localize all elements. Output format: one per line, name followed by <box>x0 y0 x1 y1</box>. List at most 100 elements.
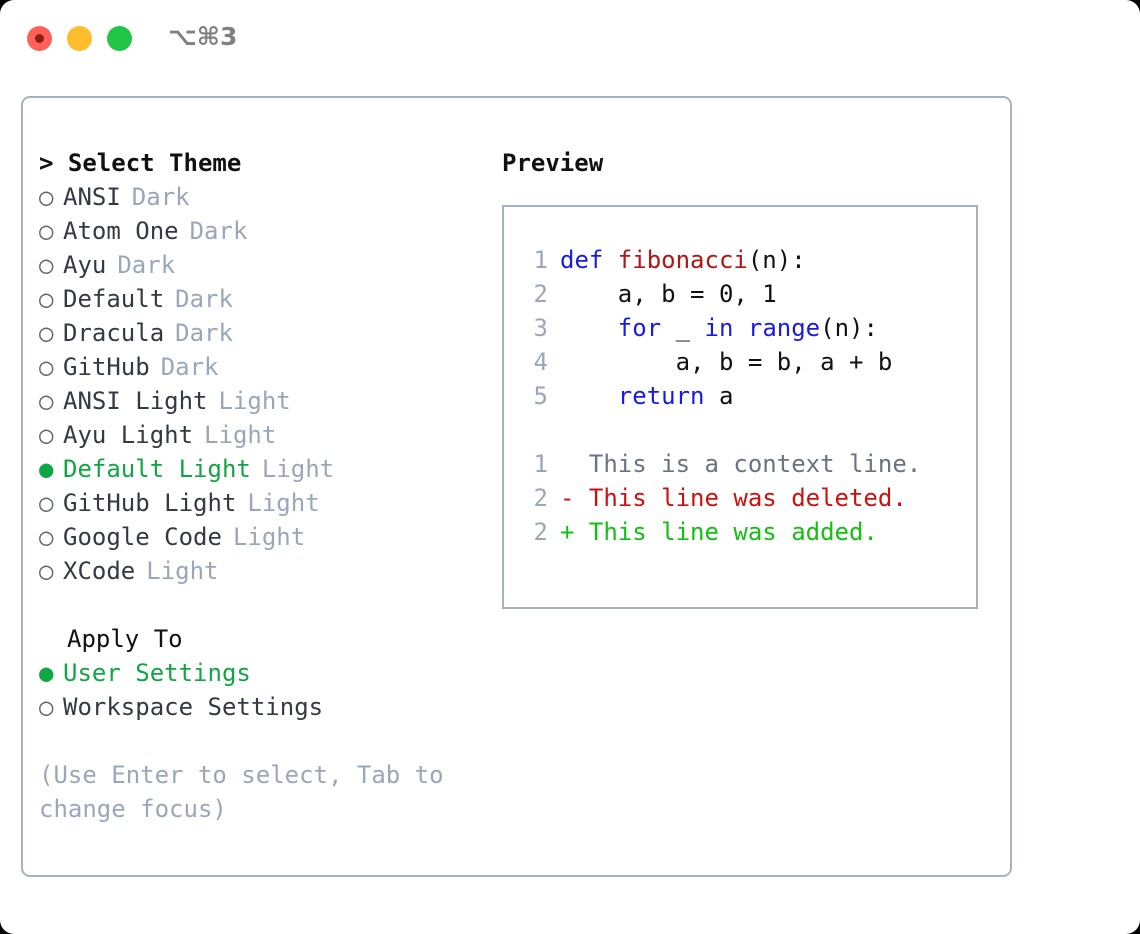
radio-empty-icon: ○ <box>39 387 54 415</box>
close-button[interactable] <box>27 26 52 51</box>
code-diff-spacer <box>514 413 921 447</box>
line-number: 2 <box>533 484 548 512</box>
code-line-text: for _ in range(n): <box>560 311 878 345</box>
line-number: 1 <box>533 246 548 274</box>
radio-selected-icon: ● <box>39 659 54 687</box>
theme-option-google-code[interactable]: ○ Google Code Light <box>39 520 499 554</box>
maximize-button[interactable] <box>107 26 132 51</box>
code-token: for <box>617 314 662 342</box>
radio-empty-icon: ○ <box>39 693 54 721</box>
radio-empty-icon: ○ <box>39 489 54 517</box>
theme-category-tag: Dark <box>175 285 233 313</box>
theme-category-tag: Dark <box>175 319 233 347</box>
code-token: return <box>617 382 705 410</box>
theme-category-tag: Light <box>261 455 335 483</box>
theme-category-tag: Light <box>247 489 320 517</box>
apply-option-user-settings[interactable]: ● User Settings <box>39 656 499 690</box>
code-line-text: a, b = 0, 1 <box>560 277 777 311</box>
code-line: 5 return a <box>514 379 921 413</box>
theme-category-tag: Light <box>146 557 219 585</box>
theme-option-label: ANSI Light <box>63 387 208 415</box>
theme-option-label: GitHub <box>63 353 150 381</box>
diff-line-text: This is a context line. <box>560 450 922 478</box>
radio-empty-icon: ○ <box>39 421 54 449</box>
keyboard-shortcut-label: ⌥⌘3 <box>168 22 238 51</box>
line-number: 3 <box>533 314 548 342</box>
radio-empty-icon: ○ <box>39 353 54 381</box>
code-token: _ <box>661 314 705 342</box>
theme-option-label: Default Light <box>63 455 251 483</box>
theme-option-github[interactable]: ○ GitHub Dark <box>39 350 499 384</box>
code-line-text: def fibonacci(n): <box>560 243 806 277</box>
line-number: 4 <box>533 348 548 376</box>
theme-option-xcode[interactable]: ○ XCode Light <box>39 554 499 588</box>
radio-empty-icon: ○ <box>39 183 54 211</box>
theme-category-tag: Dark <box>117 251 176 279</box>
diff-line-del: 2- This line was deleted. <box>514 481 921 515</box>
theme-option-ayu[interactable]: ○ Ayu Dark <box>39 248 499 282</box>
theme-category-tag: Light <box>204 421 277 449</box>
apply-option-workspace-settings[interactable]: ○ Workspace Settings <box>39 690 499 724</box>
theme-option-label: Ayu Light <box>63 421 194 449</box>
code-token: a, b = b, a + b <box>560 348 893 376</box>
theme-option-ansi-light[interactable]: ○ ANSI Light Light <box>39 384 499 418</box>
code-line: 4 a, b = b, a + b <box>514 345 921 379</box>
apply-to-list: ● User Settings ○ Workspace Settings <box>39 656 499 724</box>
title-bar: ⌥⌘3 <box>0 0 1140 78</box>
apply-option-label: User Settings <box>63 659 251 687</box>
code-token: a, b = 0, 1 <box>560 280 777 308</box>
theme-category-tag: Dark <box>160 353 219 381</box>
theme-option-label: Google Code <box>63 523 222 551</box>
theme-option-ansi[interactable]: ○ ANSI Dark <box>39 180 499 214</box>
keyboard-hint-text: (Use Enter to select, Tab to change focu… <box>39 761 444 823</box>
preview-heading: Preview <box>502 149 604 177</box>
code-token: fibonacci <box>617 246 748 274</box>
radio-empty-icon: ○ <box>39 285 54 313</box>
radio-empty-icon: ○ <box>39 319 54 347</box>
line-number: 1 <box>533 450 548 478</box>
minimize-button[interactable] <box>67 26 92 51</box>
diff-line-text: + This line was added. <box>560 518 878 546</box>
code-line: 3 for _ in range(n): <box>514 311 921 345</box>
theme-option-label: Atom One <box>63 217 179 245</box>
radio-selected-icon: ● <box>39 455 54 483</box>
code-token: (n): <box>747 246 806 274</box>
theme-category-tag: Light <box>232 523 306 551</box>
code-token: def <box>560 246 618 274</box>
section-spacer <box>39 588 499 622</box>
window-controls <box>27 26 132 51</box>
theme-option-dracula[interactable]: ○ Dracula Dark <box>39 316 499 350</box>
theme-option-label: Ayu <box>63 251 107 279</box>
theme-option-label: ANSI <box>63 183 121 211</box>
radio-empty-icon: ○ <box>39 251 54 279</box>
theme-option-default-light[interactable]: ● Default Light Light <box>39 452 499 486</box>
apply-option-label: Workspace Settings <box>63 693 324 721</box>
apply-to-heading: Apply To <box>67 625 183 653</box>
theme-category-tag: Dark <box>131 183 190 211</box>
theme-option-label: Dracula <box>63 319 165 347</box>
theme-category-tag: Dark <box>189 217 248 245</box>
code-line: 2 a, b = 0, 1 <box>514 277 921 311</box>
radio-empty-icon: ○ <box>39 557 54 585</box>
code-line-text: return a <box>560 379 734 413</box>
theme-option-label: XCode <box>63 557 136 585</box>
select-theme-heading: > Select Theme <box>39 149 242 177</box>
code-token <box>560 314 618 342</box>
line-number: 5 <box>533 382 548 410</box>
line-number: 2 <box>533 518 548 546</box>
code-token <box>560 382 618 410</box>
theme-option-ayu-light[interactable]: ○ Ayu Light Light <box>39 418 499 452</box>
code-line: 1 def fibonacci(n): <box>514 243 921 277</box>
theme-category-tag: Light <box>218 387 291 415</box>
radio-empty-icon: ○ <box>39 523 54 551</box>
